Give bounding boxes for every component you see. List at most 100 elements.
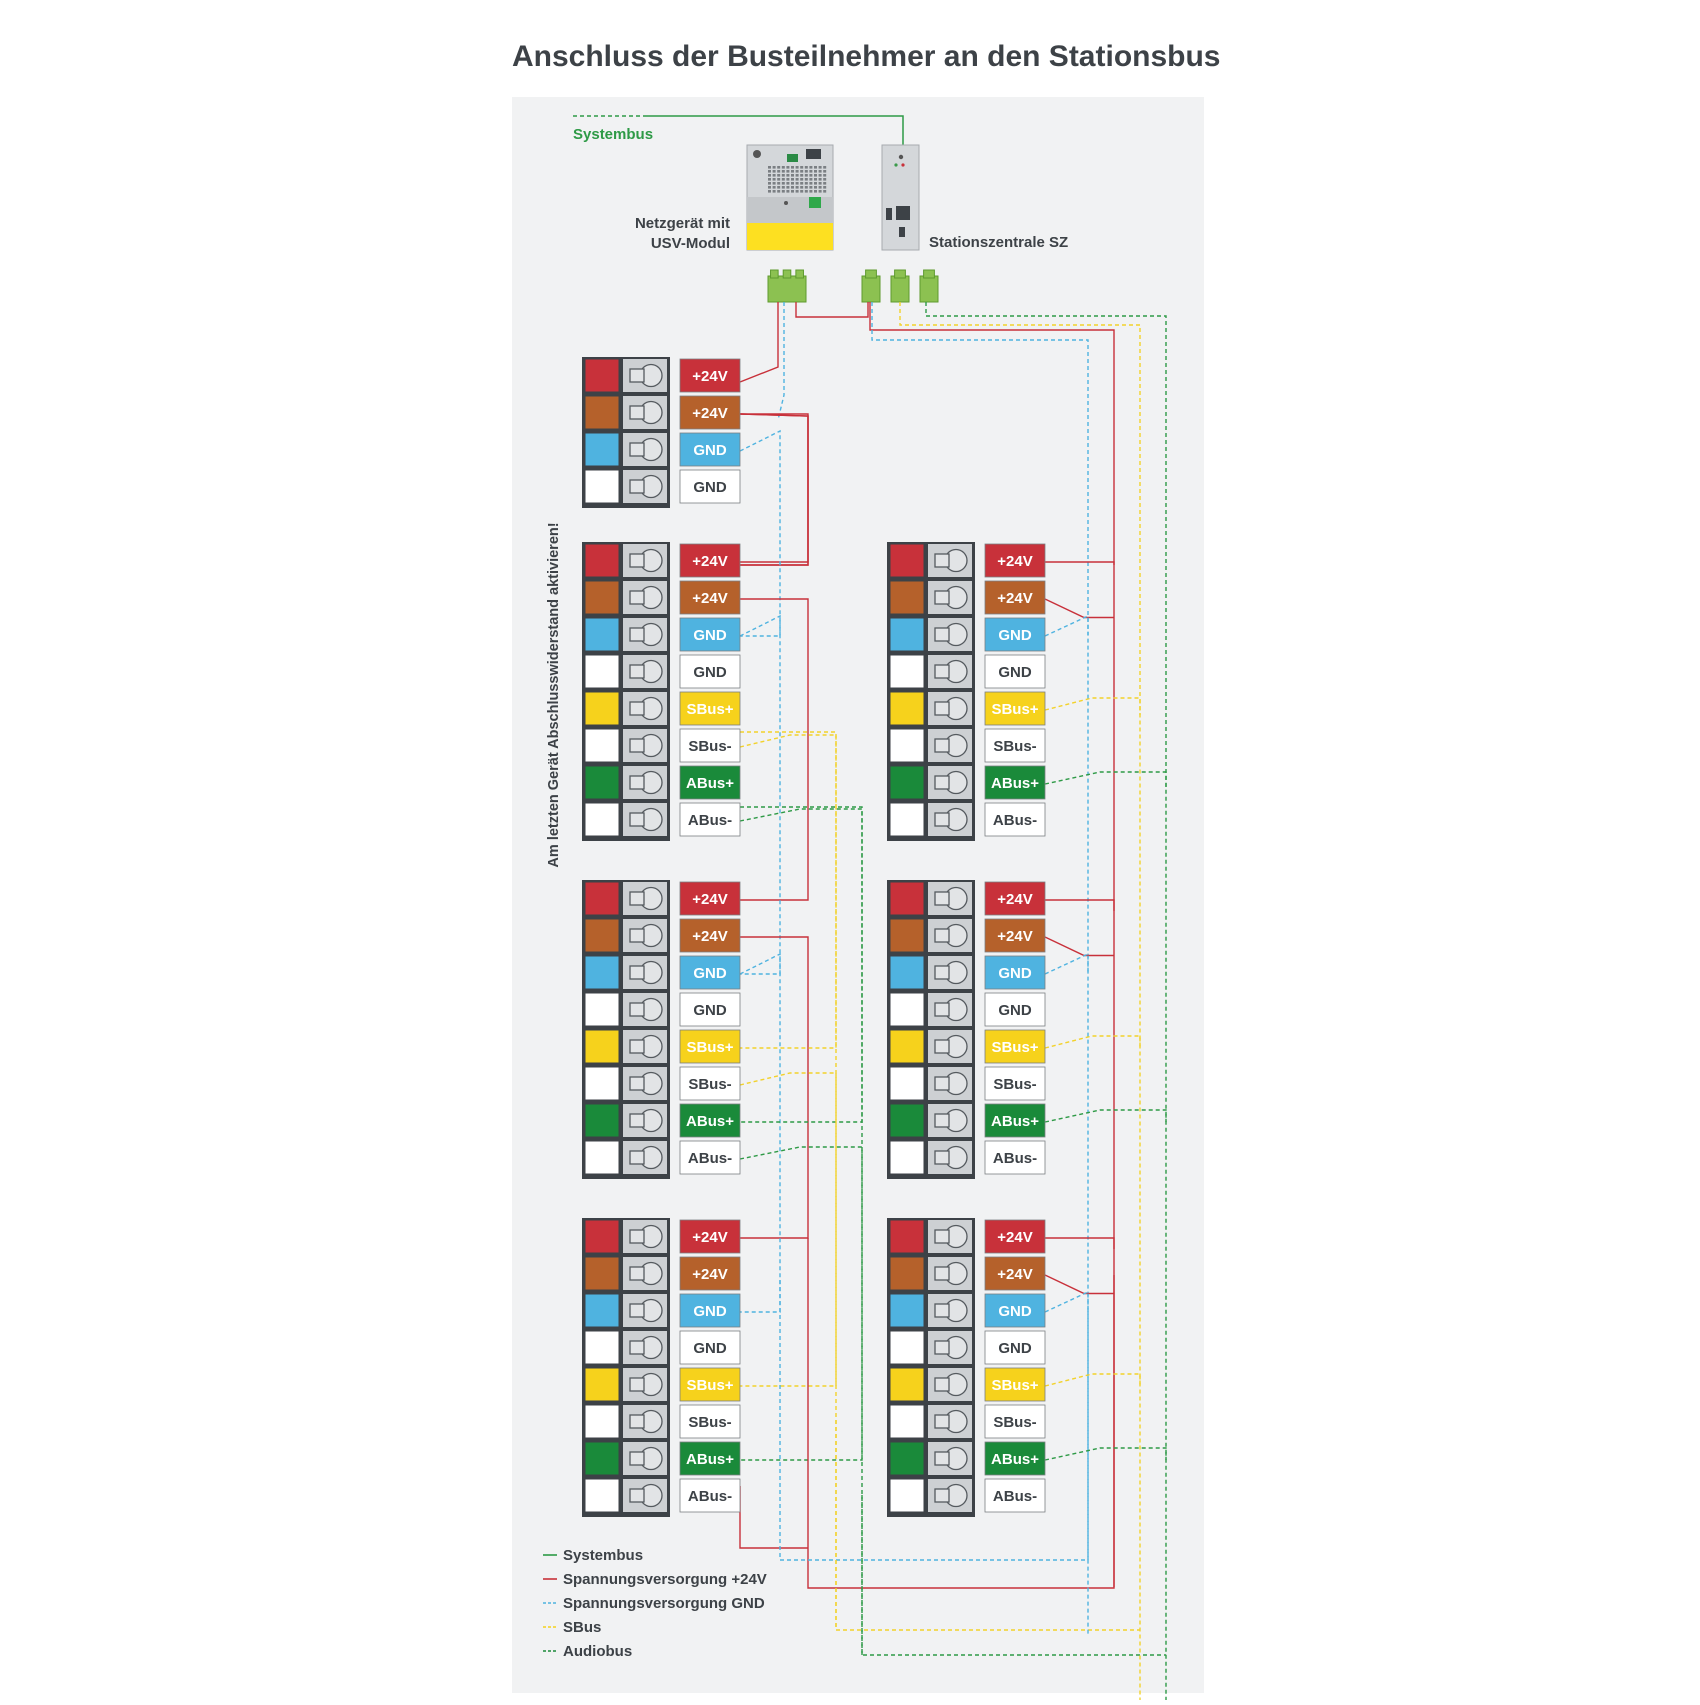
clamp-opening-icon: [934, 1377, 950, 1392]
terminal-color-code: [889, 1478, 925, 1513]
vent-slot: [800, 178, 804, 181]
terminal-color-code: [889, 654, 925, 689]
pin-label: SBus+: [686, 1039, 733, 1056]
vent-slot: [804, 166, 808, 169]
wire-gnd-right: [1044, 952, 1089, 1312]
vent-slot: [823, 182, 827, 185]
legend-item: Spannungsversorgung +24V: [563, 1571, 767, 1588]
terminal-color-code: [889, 992, 925, 1027]
pin-label: ABus+: [686, 1113, 734, 1130]
systembus-label: Systembus: [573, 126, 653, 143]
vent-slot: [809, 174, 813, 177]
pin-label-box: [679, 580, 741, 615]
psu-label-line1: Netzgerät mit: [635, 215, 730, 232]
vent-slot: [804, 178, 808, 181]
wire-sbus-link: [739, 1072, 837, 1387]
clamp-opening-icon: [934, 1229, 950, 1244]
pin-label: ABus-: [993, 1150, 1037, 1167]
terminal-color-code: [584, 580, 620, 615]
wire-24v-link: [740, 598, 809, 901]
pin-label: +24V: [692, 368, 727, 385]
psu-vent-grill-icon: [768, 166, 827, 193]
wire-gnd-loop: [779, 1280, 1089, 1561]
clamp-opening-icon: [629, 928, 645, 943]
sz-usb-icon: [899, 227, 905, 237]
wire-abus-link: [739, 1146, 863, 1461]
wire-gnd-right: [1044, 614, 1089, 974]
pin-label: GND: [998, 1002, 1032, 1019]
clamp-opening-icon: [934, 812, 950, 827]
clamp-opening-icon: [934, 1414, 950, 1429]
pin-label-box: [984, 1103, 1046, 1138]
psu-knob-icon: [753, 150, 761, 158]
power-supply-unit: [746, 144, 834, 251]
clamp-opening-icon: [629, 553, 645, 568]
pin-label-box: [679, 1293, 741, 1328]
clamp-opening-icon: [934, 1303, 950, 1318]
pin-label: GND: [693, 965, 727, 982]
station-central-unit: [881, 144, 920, 251]
wire-sbus-right: [1044, 1035, 1141, 1386]
vent-slot: [777, 174, 781, 177]
pin-label: GND: [693, 1340, 727, 1357]
vent-slot: [795, 178, 799, 181]
vent-slot: [786, 182, 790, 185]
terminal-color-code: [584, 918, 620, 953]
wire-24v-feed: [739, 302, 779, 383]
clamp-opening-icon: [934, 1039, 950, 1054]
terminal-color-code: [584, 802, 620, 837]
pin-label: ABus+: [991, 1451, 1039, 1468]
legend-item: Spannungsversorgung GND: [563, 1595, 765, 1612]
terminal-color-code: [889, 955, 925, 990]
terminal-color-code: [584, 728, 620, 763]
clamp-opening-icon: [629, 1113, 645, 1128]
pin-label: GND: [998, 664, 1032, 681]
wire-abus-return: [740, 806, 863, 1655]
terminal-color-code: [889, 918, 925, 953]
vent-slot: [772, 190, 776, 193]
wire-sbus-right: [1044, 1373, 1141, 1705]
pin-label: GND: [998, 627, 1032, 644]
vent-slot: [804, 174, 808, 177]
pin-label-box: [679, 1478, 741, 1513]
terminal-color-code: [889, 580, 925, 615]
wire-gnd-link: [739, 952, 781, 1313]
pin-label-box: [984, 955, 1046, 990]
vent-slot: [814, 186, 817, 189]
vent-slot: [777, 182, 781, 185]
pin-label: GND: [998, 1303, 1032, 1320]
vent-slot: [786, 174, 790, 177]
terminal-color-code: [584, 1103, 620, 1138]
vent-slot: [781, 182, 785, 185]
terminal-color-code: [889, 543, 925, 578]
vent-slot: [800, 170, 804, 173]
pin-label: +24V: [692, 928, 727, 945]
vent-slot: [795, 182, 799, 185]
vent-slot: [768, 174, 771, 177]
sz-port-icon: [886, 208, 892, 220]
vent-slot: [823, 190, 827, 193]
clamp-opening-icon: [629, 738, 645, 753]
clamp-opening-icon: [934, 965, 950, 980]
pin-label: SBus+: [991, 701, 1038, 718]
vent-slot: [818, 174, 822, 177]
pin-label-box: [679, 1256, 741, 1291]
terminal-color-code: [584, 992, 620, 1027]
terminator-note: Am letzten Gerät Abschlusswiderstand akt…: [546, 522, 562, 867]
page-title: Anschluss der Busteilnehmer an den Stati…: [512, 40, 1221, 73]
vent-slot: [804, 182, 808, 185]
terminal-color-code: [584, 1293, 620, 1328]
pin-label: +24V: [692, 1266, 727, 1283]
clamp-opening-icon: [934, 1340, 950, 1355]
pin-label: +24V: [997, 1266, 1032, 1283]
pin-label: +24V: [997, 891, 1032, 908]
pin-label: ABus+: [686, 1451, 734, 1468]
pin-label-box: [984, 654, 1046, 689]
wire-gnd-right: [1044, 1290, 1089, 1634]
terminal-color-code: [584, 691, 620, 726]
vent-slot: [781, 174, 785, 177]
terminal-color-code: [889, 1441, 925, 1476]
terminal-color-code: [889, 802, 925, 837]
